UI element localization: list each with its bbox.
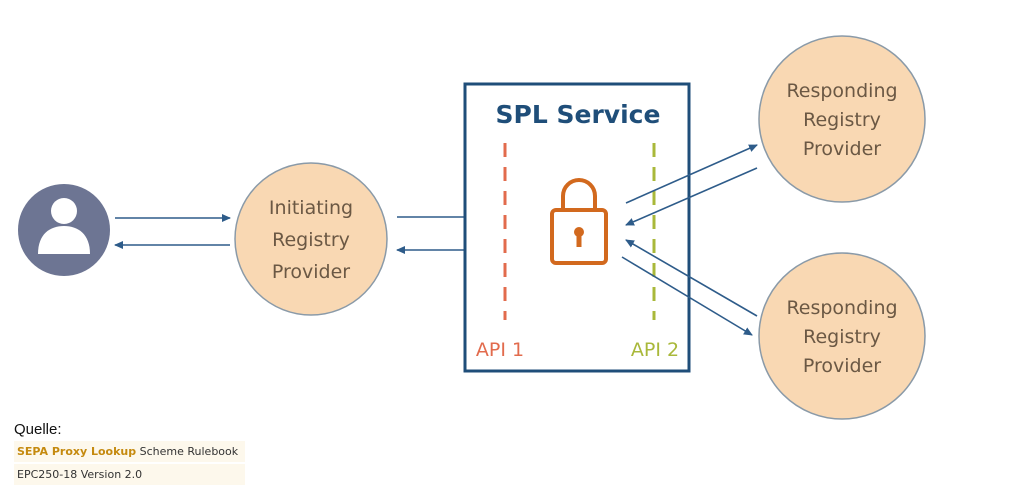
arrow-responding-bottom-to-service: [625, 239, 758, 317]
source-title-row: SEPA Proxy Lookup Scheme Rulebook: [14, 441, 245, 462]
api1-label: API 1: [476, 339, 524, 361]
user-icon: [18, 184, 110, 276]
arrow-responding-top-to-service: [625, 167, 758, 226]
api2-label: API 2: [631, 339, 679, 361]
responding-top-line-2: Registry: [803, 109, 881, 131]
responding-top-line-1: Responding: [786, 80, 897, 102]
responding-bottom-line-1: Responding: [786, 297, 897, 319]
responding-bottom-line-3: Provider: [803, 355, 881, 377]
source-label: Quelle:: [14, 421, 62, 438]
source-citation: Quelle: SEPA Proxy Lookup Scheme Ruleboo…: [14, 421, 274, 485]
source-version: EPC250-18 Version 2.0: [14, 464, 245, 485]
lock-icon: [550, 178, 608, 265]
responding-registry-provider-bottom-node: Responding Registry Provider: [758, 252, 926, 420]
service-title: SPL Service: [496, 100, 661, 129]
spl-service-box: SPL Service API 1 API 2: [463, 82, 691, 373]
initiating-registry-provider-node: Initiating Registry Provider: [234, 162, 388, 316]
responding-bottom-line-2: Registry: [803, 326, 881, 348]
responding-top-line-3: Provider: [803, 138, 881, 160]
responding-registry-provider-top-node: Responding Registry Provider: [758, 35, 926, 203]
arrow-service-to-responding-bottom: [621, 256, 753, 336]
source-title-rest: Scheme Rulebook: [136, 445, 239, 458]
initiating-line-2: Registry: [272, 229, 350, 251]
initiating-line-1: Initiating: [269, 197, 353, 219]
arrow-service-to-responding-top: [625, 144, 758, 204]
source-title-highlight: SEPA Proxy Lookup: [17, 445, 137, 458]
initiating-line-3: Provider: [272, 261, 350, 283]
